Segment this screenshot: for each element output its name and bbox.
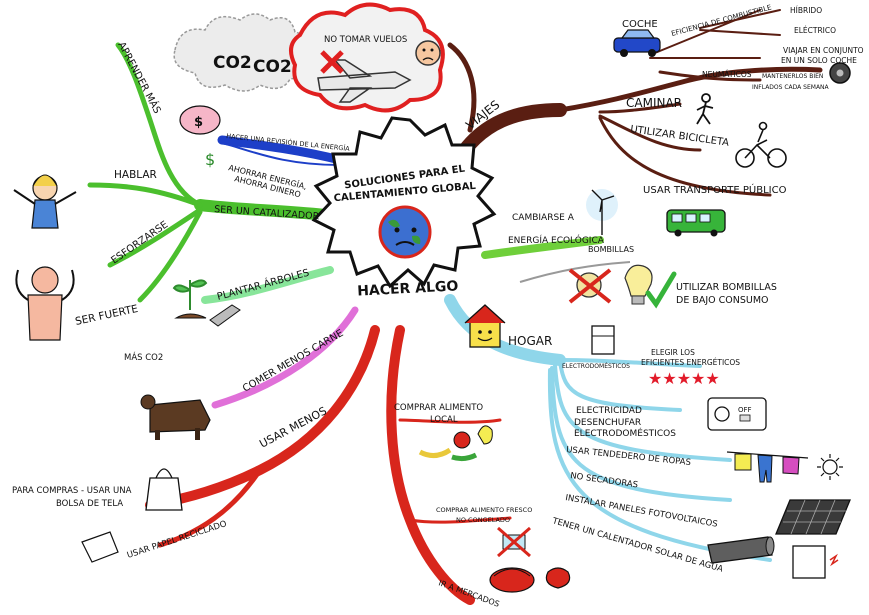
hibrido-label: HÍBRIDO (790, 6, 822, 15)
branch-catalizador (87, 42, 331, 303)
cross-icon (320, 50, 344, 74)
solar-panel-icon (775, 499, 851, 535)
bombillas-note-line2: DE BAJO CONSUMO (676, 295, 769, 306)
esforzarse-label: ESFORZARSE (109, 219, 170, 266)
electrodomesticos-label: ELECTRODOMÉSTICOS (562, 362, 630, 370)
sad-face-icon (415, 40, 441, 66)
solar-heater-icon (707, 536, 775, 564)
center-subtitle: HACER ALGO (357, 278, 459, 299)
energia-line1: CAMBIARSE A (512, 213, 575, 223)
transporte-label: USAR TRANSPORTE PÚBLICO (643, 183, 787, 196)
caminar-label: CAMINAR (626, 96, 682, 110)
bombillas-note-line1: UTILIZAR BOMBILLAS (676, 282, 777, 293)
electrico-label: ELÉCTRICO (794, 26, 836, 35)
fuerte-label: SER FUERTE (74, 303, 139, 328)
neumaticos-note-line2: INFLADOS CADA SEMANA (752, 84, 830, 91)
piggy-bank-icon: $ (179, 105, 221, 135)
no-frozen-food-icon (497, 526, 531, 558)
neumaticos-label: NEUMÁTICOS (702, 70, 752, 79)
center-node: SOLUCIONES PARA EL CALENTAMIENTO GLOBAL … (311, 116, 497, 300)
banned-bulb-icon (568, 268, 612, 304)
fresco-line2: NO CONGELADO (456, 516, 510, 524)
desenchufar-line1: DESENCHUFAR (574, 418, 641, 428)
hogar-label: HOGAR (508, 334, 552, 348)
sun-icon (817, 454, 843, 480)
energia-line2: ENERGÍA ECOLÓGICA (508, 234, 605, 246)
bicycle-icon (735, 121, 787, 168)
dollar-icon: $ (205, 150, 215, 169)
svg-text:$: $ (194, 115, 203, 130)
house-icon (464, 304, 506, 348)
fresco-line1: COMPRAR ALIMENTO FRESCO (436, 506, 532, 514)
catalizador-label: SER UN CATALIZADOR (214, 204, 320, 222)
elegir-line2: EFICIENTES ENERGÉTICOS (641, 358, 740, 367)
power-switch-icon: OFF (707, 397, 767, 431)
efficient-bulb-icon (624, 264, 653, 305)
off-label: OFF (738, 406, 752, 414)
desenchufar-line2: ELECTRODOMÉSTICOS (574, 427, 676, 439)
sapling-icon (172, 279, 241, 327)
branch-hogar (444, 294, 772, 562)
no-flights-cloud: NO TOMAR VUELOS (289, 2, 445, 113)
bicicleta-label: UTILIZAR BICICLETA (630, 124, 730, 149)
sad-earth-icon (378, 205, 432, 259)
car-icon (613, 29, 661, 57)
branch-bombillas (519, 261, 631, 283)
tire-icon (829, 62, 851, 84)
bolsa-line1: PARA COMPRAS - USAR UNA (12, 486, 132, 496)
papel-label: USAR PAPEL RECICLADO (126, 519, 228, 561)
branch-arboles (201, 266, 334, 304)
bolsa-line2: BOLSA DE TELA (56, 499, 123, 509)
mas-co2-label: MÁS CO2 (124, 351, 163, 363)
co2-label-b: CO2 (253, 57, 292, 77)
aprender-label: APRENDER MÁS (115, 39, 164, 115)
walking-person-icon (696, 93, 714, 125)
local-produce-icon (418, 425, 493, 462)
coche-label: COCHE (622, 19, 658, 30)
water-tank-icon (792, 545, 839, 579)
plane-icon (317, 59, 412, 103)
recycled-paper-icon (81, 531, 119, 563)
branch-energia (481, 236, 604, 259)
hablar-label: HABLAR (114, 169, 157, 181)
bus-icon (666, 209, 726, 237)
viajar-conjunto-line2: EN UN SOLO COCHE (781, 56, 857, 65)
market-basket-icon (489, 567, 571, 593)
woman-talking-icon (13, 174, 77, 229)
cloth-bag-icon (145, 468, 183, 511)
energy-rating-stars: ★★★★★ (648, 369, 720, 388)
elegir-line1: ELEGIR LOS (651, 348, 695, 357)
no-flights-label: NO TOMAR VUELOS (324, 35, 407, 45)
branch-revision (217, 135, 345, 165)
comprar-local-line2: LOCAL (430, 415, 458, 425)
clothesline-icon (726, 451, 809, 483)
co2-label-a: CO2 (213, 53, 252, 73)
branch-usar-menos (145, 325, 380, 548)
wind-turbine-icon (586, 189, 618, 235)
strong-man-icon (15, 266, 75, 341)
bombillas-label: BOMBILLAS (588, 245, 634, 254)
branch-carne (211, 306, 359, 409)
carne-label: COMER MENOS CARNE (241, 328, 346, 395)
pollution-cloud: CO2 CO2 (173, 13, 310, 92)
comprar-local-line1: COMPRAR ALIMENTO (394, 403, 483, 413)
appliance-icon (591, 325, 615, 355)
checkmark-icon (645, 271, 677, 309)
branch-comprar (386, 325, 512, 605)
neumaticos-note-line1: MANTENERLOS BIEN (762, 73, 823, 80)
viajar-conjunto-line1: VIAJAR EN CONJUNTO (783, 46, 864, 55)
cow-icon (140, 394, 211, 440)
electricidad-label: ELECTRICIDAD (576, 406, 642, 416)
arboles-label: PLANTAR ÁRBOLES (215, 266, 310, 303)
